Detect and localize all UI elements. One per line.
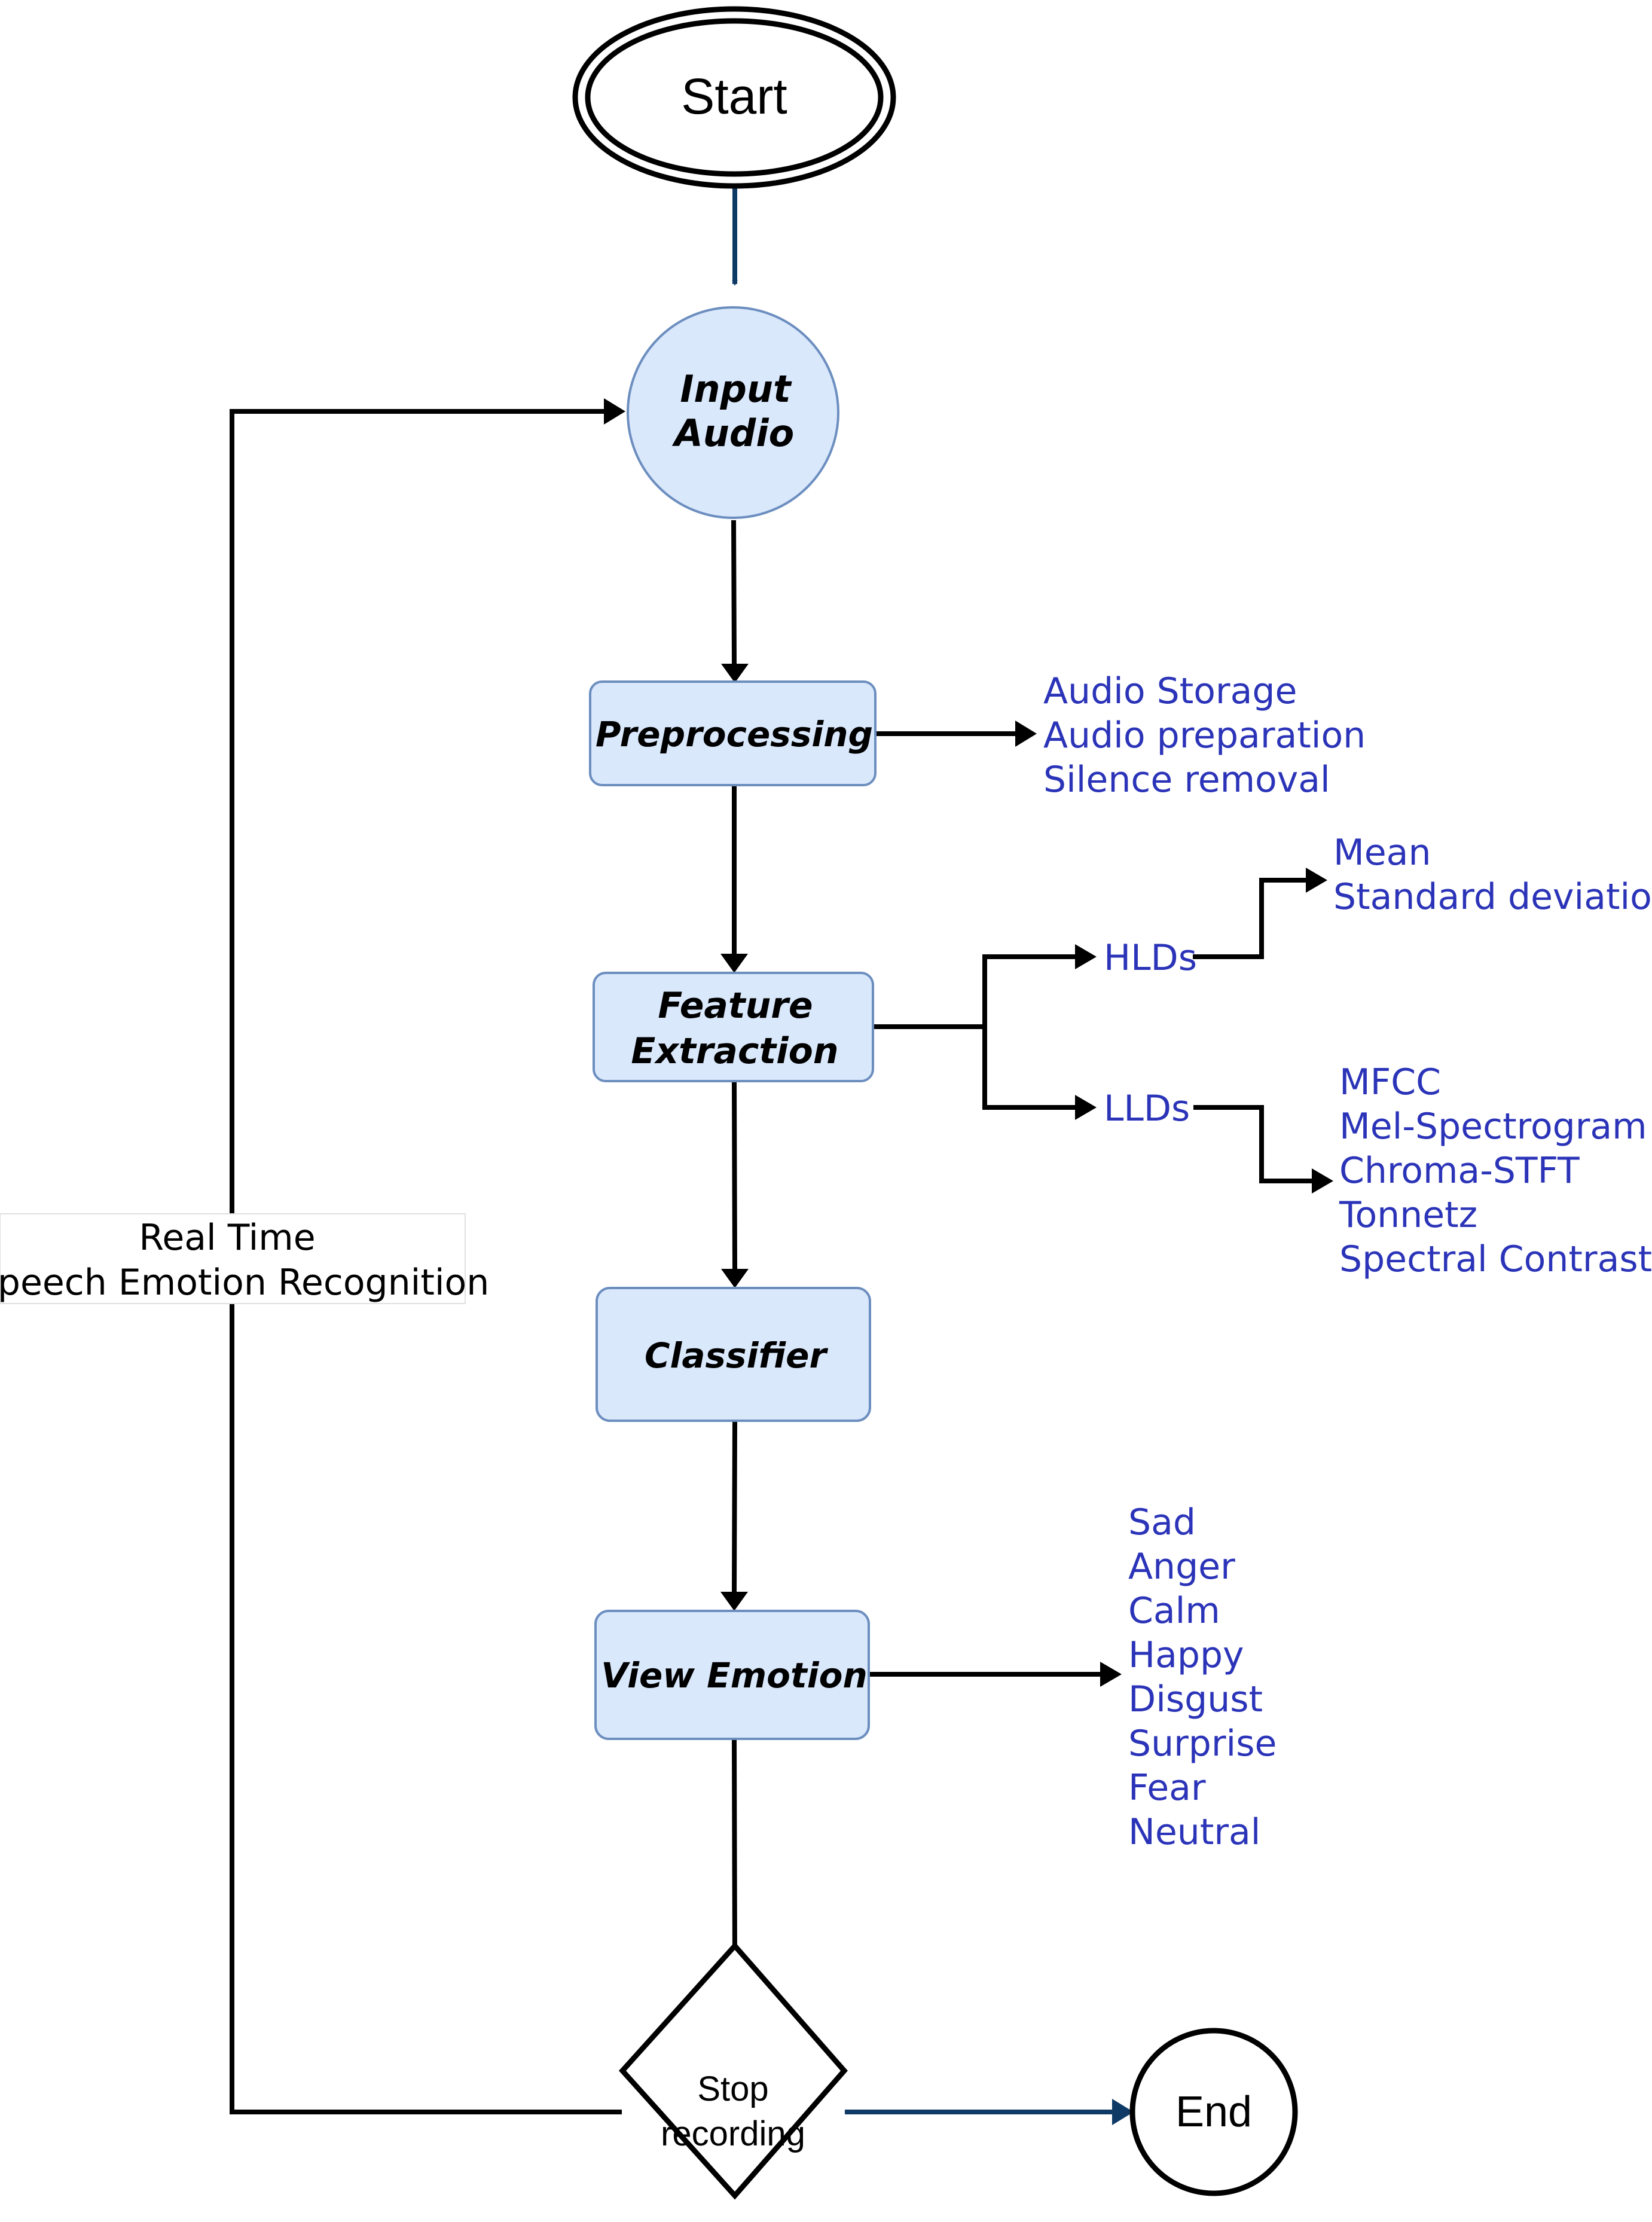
emotion-calm: Calm	[1128, 1590, 1220, 1632]
feature-branches: HLDs LLDs	[1104, 937, 1197, 1130]
end-label: End	[1175, 2088, 1252, 2136]
detail-audio-preparation: Audio preparation	[1043, 715, 1366, 756]
branch-llds: LLDs	[1104, 1088, 1190, 1130]
end-circle	[1129, 2028, 1298, 2196]
loop-label: Real Time Speech Emotion Recognition	[0, 1213, 489, 1304]
input-audio-label-line2: Audio	[671, 411, 794, 455]
stop-recording-node: Stop recording	[618, 1942, 848, 2200]
branch-hlds: HLDs	[1104, 937, 1197, 979]
lld-feature-list: MFCC Mel-Spectrogram Chroma-STFT Tonnetz…	[1339, 1061, 1652, 1280]
stop-recording-label-line2: recording	[661, 2114, 805, 2153]
hld-feature-list: Mean Standard deviation	[1333, 832, 1652, 918]
arrowhead-hlds	[1075, 944, 1097, 969]
lld-chroma-stft: Chroma-STFT	[1339, 1150, 1580, 1192]
arrowhead-preprocessing-details	[1015, 721, 1037, 747]
lld-mfcc: MFCC	[1339, 1061, 1441, 1103]
classifier-node: Classifier	[596, 1287, 871, 1422]
emotion-happy: Happy	[1128, 1634, 1244, 1676]
emotion-surprise: Surprise	[1128, 1723, 1277, 1765]
lld-tonnetz: Tonnetz	[1339, 1194, 1477, 1236]
emotion-disgust: Disgust	[1128, 1678, 1263, 1720]
hld-standard-deviation: Standard deviation	[1333, 876, 1652, 918]
end-node: End	[1129, 2028, 1298, 2196]
arrowhead-loop-input	[604, 398, 625, 425]
emotion-sad: Sad	[1128, 1501, 1196, 1543]
classifier-label: Classifier	[645, 1335, 829, 1376]
edge-hlds-to-features	[1193, 878, 1307, 959]
input-audio-label-line1: Input	[680, 367, 792, 411]
emotion-anger: Anger	[1128, 1546, 1235, 1588]
hld-mean: Mean	[1333, 832, 1431, 874]
preprocessing-node: Preprocessing	[589, 680, 877, 786]
view-emotion-box	[594, 1610, 870, 1740]
loop-label-background	[0, 1213, 466, 1304]
detail-silence-removal: Silence removal	[1043, 759, 1330, 801]
emotion-list: Sad Anger Calm Happy Disgust Surprise Fe…	[1128, 1501, 1277, 1853]
detail-audio-storage: Audio Storage	[1043, 670, 1297, 712]
feature-extraction-label-line1: Feature	[658, 985, 813, 1027]
edge-llds-to-features	[1193, 1105, 1313, 1183]
view-emotion-node: View Emotion	[594, 1610, 870, 1740]
arrowhead-feature-extraction	[720, 954, 748, 973]
loop-label-line1: Real Time	[139, 1217, 315, 1259]
input-audio-node: Input Audio	[627, 306, 839, 519]
feature-extraction-label-line2: Extraction	[631, 1030, 838, 1072]
start-inner-ellipse	[585, 18, 884, 177]
view-emotion-label: View Emotion	[601, 1655, 868, 1696]
classifier-box	[596, 1287, 871, 1422]
stop-recording-label-line1: Stop	[697, 2070, 768, 2108]
preprocessing-label: Preprocessing	[596, 714, 873, 755]
arrowhead-end	[1112, 2099, 1134, 2125]
preprocessing-details: Audio Storage Audio preparation Silence …	[1043, 670, 1366, 801]
start-label: Start	[681, 68, 787, 124]
emotion-neutral: Neutral	[1128, 1811, 1260, 1853]
edge-view-emotion-to-stop	[732, 1739, 737, 1962]
arrowhead-classifier	[721, 1269, 749, 1288]
feature-extraction-box	[593, 972, 874, 1082]
edge-feature-to-classifier	[732, 1082, 737, 1269]
emotion-fear: Fear	[1128, 1767, 1206, 1809]
arrowhead-preprocessing	[721, 664, 749, 683]
lld-spectral-contrast: Spectral Contrast	[1339, 1238, 1652, 1280]
arrowhead-llds	[1075, 1095, 1097, 1120]
stop-recording-diamond	[618, 1942, 848, 2200]
arrowhead-lld-features	[1312, 1168, 1333, 1194]
lld-mel-spectrogram: Mel-Spectrogram	[1339, 1106, 1647, 1147]
arrowhead-emotions	[1100, 1662, 1122, 1687]
arrowhead-hld-features	[1306, 868, 1327, 893]
preprocessing-box	[589, 680, 877, 786]
feature-extraction-node: Feature Extraction	[593, 972, 874, 1082]
start-node: Start	[572, 6, 896, 189]
arrowhead-view-emotion	[720, 1592, 748, 1611]
input-audio-circle	[627, 306, 839, 519]
loop-label-line2: Speech Emotion Recognition	[0, 1262, 489, 1304]
edge-classifier-to-view-emotion	[732, 1421, 737, 1592]
